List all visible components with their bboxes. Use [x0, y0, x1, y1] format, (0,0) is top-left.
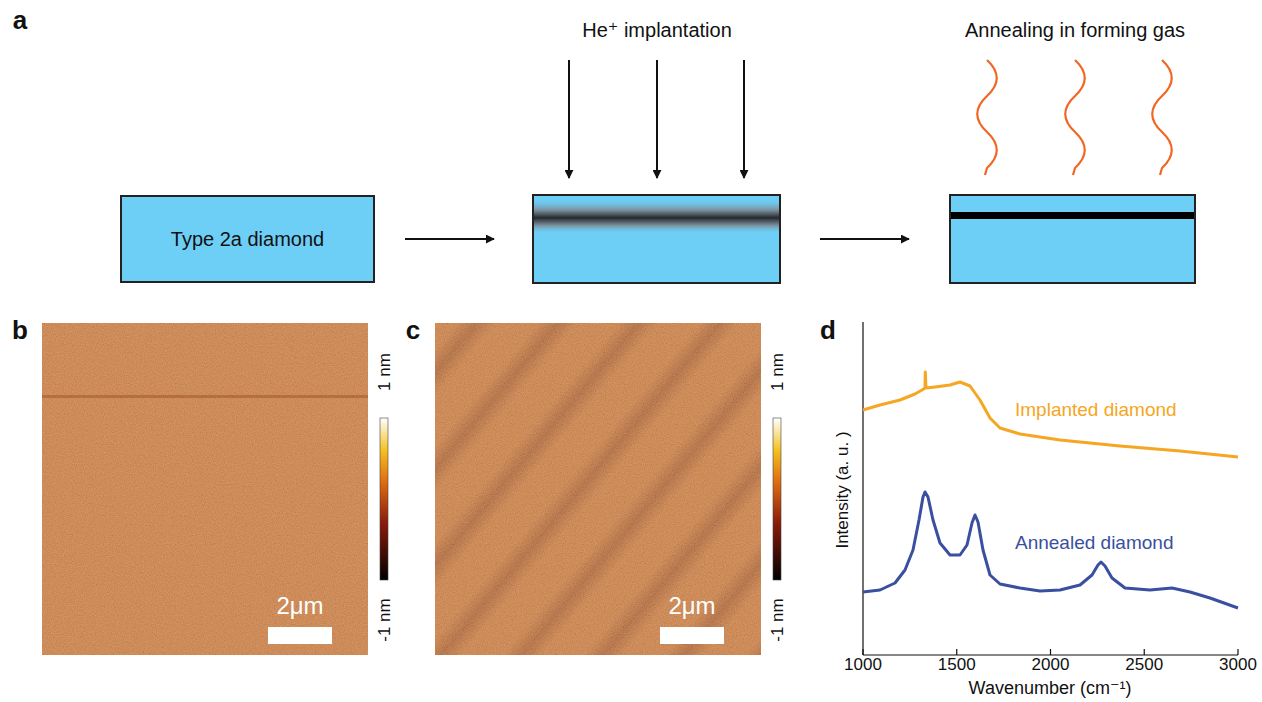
- tick-label: 3000: [1219, 656, 1257, 675]
- axis-title: Intensity (a. u. ): [834, 431, 853, 548]
- colorbar-label: 1 nm: [769, 353, 788, 391]
- series-label: Annealed diamond: [1015, 533, 1173, 554]
- panel-letter: d: [820, 316, 836, 345]
- scale-label: 2μm: [276, 593, 323, 619]
- process-label: Annealing in forming gas: [965, 19, 1185, 41]
- panel-letter: b: [12, 316, 28, 345]
- process-label: He⁺ implantation: [582, 19, 732, 41]
- panel-letter: a: [13, 6, 27, 35]
- panel-letter: c: [406, 316, 420, 345]
- colorbar-label: -1 nm: [376, 598, 395, 641]
- diamond-box: Type 2a diamond: [120, 195, 375, 283]
- colorbar-label: -1 nm: [769, 598, 788, 641]
- scale-label: 2μm: [668, 593, 715, 619]
- series-label: Implanted diamond: [1015, 400, 1177, 421]
- tick-label: 2500: [1125, 656, 1163, 675]
- tick-label: 1000: [844, 656, 882, 675]
- tick-label: 2000: [1032, 656, 1070, 675]
- colorbar-label: 1 nm: [376, 353, 395, 391]
- tick-label: 1500: [938, 656, 976, 675]
- axis-title: Wavenumber (cm⁻¹): [969, 679, 1132, 699]
- box-label: Type 2a diamond: [171, 228, 324, 251]
